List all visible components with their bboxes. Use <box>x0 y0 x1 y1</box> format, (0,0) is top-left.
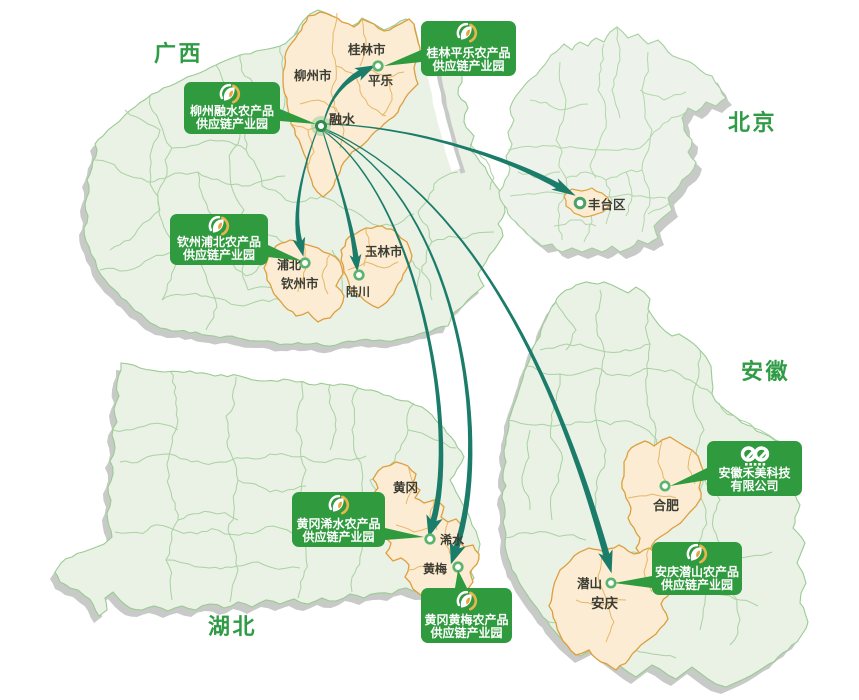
svg-text:桂林平乐农产品: 桂林平乐农产品 <box>425 45 510 60</box>
svg-text:黄冈浠水农产品: 黄冈浠水农产品 <box>296 516 380 531</box>
svg-text:安庆: 安庆 <box>591 595 619 611</box>
svg-text:安徽: 安徽 <box>741 359 790 384</box>
svg-text:供应链产业园: 供应链产业园 <box>431 58 504 73</box>
svg-text:安徽禾美科技: 安徽禾美科技 <box>718 465 791 480</box>
svg-text:湖北: 湖北 <box>208 614 257 639</box>
svg-text:融水: 融水 <box>329 112 356 127</box>
svg-text:陆川: 陆川 <box>346 284 370 299</box>
svg-text:黄梅: 黄梅 <box>423 561 447 576</box>
svg-text:柳州融水农产品: 柳州融水农产品 <box>190 103 274 118</box>
svg-text:柳州市: 柳州市 <box>294 68 332 83</box>
svg-text:供应链产业园: 供应链产业园 <box>195 116 268 131</box>
svg-text:供应链产业园: 供应链产业园 <box>660 577 733 592</box>
svg-text:钦州浦北农产品: 钦州浦北农产品 <box>177 234 261 249</box>
svg-text:供应链产业园: 供应链产业园 <box>429 625 502 640</box>
svg-text:钦州市: 钦州市 <box>281 276 319 291</box>
svg-text:有限公司: 有限公司 <box>730 478 778 493</box>
svg-text:潜山: 潜山 <box>577 576 602 591</box>
svg-text:合肥: 合肥 <box>653 498 679 513</box>
svg-text:供应链产业园: 供应链产业园 <box>301 529 374 544</box>
svg-text:安庆潜山农产品: 安庆潜山农产品 <box>655 564 739 579</box>
svg-text:广西: 广西 <box>154 41 203 66</box>
svg-text:桂林市: 桂林市 <box>347 42 386 57</box>
svg-text:浠水: 浠水 <box>440 532 465 547</box>
svg-text:黄冈黄梅农产品: 黄冈黄梅农产品 <box>424 612 508 627</box>
svg-text:玉林市: 玉林市 <box>365 244 403 259</box>
svg-text:供应链产业园: 供应链产业园 <box>182 247 255 262</box>
svg-text:黄冈: 黄冈 <box>393 480 418 495</box>
svg-text:北京: 北京 <box>728 110 777 135</box>
svg-text:丰台区: 丰台区 <box>588 197 626 212</box>
svg-text:浦北: 浦北 <box>277 257 301 272</box>
svg-text:平乐: 平乐 <box>368 73 394 88</box>
